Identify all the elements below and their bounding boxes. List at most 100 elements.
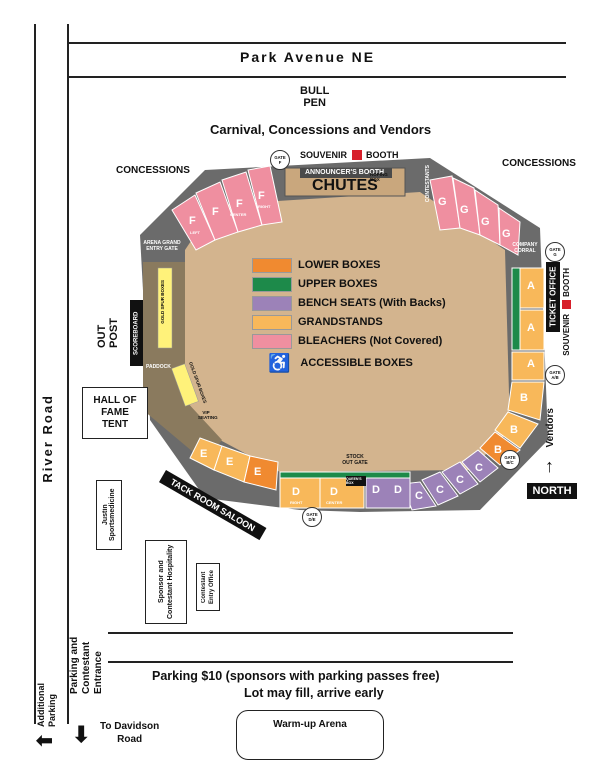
- section-a-label: A: [527, 322, 535, 334]
- section-e-label: E: [226, 456, 234, 468]
- out-post-label: OUT POST: [96, 318, 120, 348]
- legend-grandstands: GRANDSTANDS: [252, 313, 383, 331]
- souvenir-booth-top-label: SOUVENIR: [300, 150, 348, 160]
- section-c-label: C: [415, 490, 423, 502]
- legend-swatch: [252, 295, 292, 311]
- announcers-booth-bar: [300, 168, 392, 178]
- bull-pen-label: BULL PEN: [300, 85, 330, 109]
- souvenir-booth-top-booth-label: BOOTH: [366, 150, 399, 160]
- ticket-office-sign: TICKET OFFICE: [546, 262, 560, 332]
- wheelchair-icon: ♿: [268, 352, 291, 373]
- legend-accessible: ♿ ACCESSIBLE BOXES: [268, 352, 413, 373]
- concessions-right-label: CONCESSIONS: [502, 158, 576, 169]
- additional-parking-label: Additional Parking: [36, 683, 57, 727]
- concessions-left-label: CONCESSIONS: [116, 165, 190, 176]
- section-a-group: [511, 267, 545, 381]
- davidson-road-label: To Davidson Road: [100, 721, 160, 745]
- seat-sublabel-right: RIGHT: [258, 204, 271, 209]
- legend-swatch: [252, 333, 292, 349]
- section-g-label: G: [460, 204, 469, 216]
- section-d-label: D: [372, 484, 380, 496]
- sponsor-hospitality: Sponsor and Contestant Hospitality: [145, 540, 187, 624]
- souvenir-booth-right-marker: [562, 300, 571, 309]
- park-avenue-line-bottom: [68, 76, 566, 78]
- souvenir-booth-right-label: SOUVENIR: [562, 314, 571, 356]
- section-a-label: A: [527, 280, 535, 292]
- carnival-label: Carnival, Concessions and Vendors: [210, 122, 432, 137]
- north-sign: NORTH: [527, 483, 577, 499]
- park-avenue-line-top: [68, 42, 566, 44]
- arrow-left-icon: ⬅: [36, 730, 53, 752]
- stock-out-gate-label: STOCK OUT GATE: [342, 454, 368, 466]
- contestant-entry-office: Contestant Entry Office: [196, 563, 220, 611]
- seat-sublabel-center: CENTER: [230, 212, 247, 217]
- section-f-label: F: [236, 198, 243, 210]
- parking-line-top: [108, 632, 513, 634]
- section-a-label: A: [527, 358, 535, 370]
- section-b-label: B: [494, 444, 502, 456]
- gold-spur-boxes-left: [157, 267, 173, 349]
- parking-entrance-label: Parking and Contestant Entrance: [69, 636, 104, 694]
- contestants-label: CONTESTANTS: [425, 165, 431, 203]
- gold-spur-boxes-right: [171, 363, 199, 407]
- section-g-label: G: [502, 228, 511, 240]
- company-corral-label: COMPANY CORRAL: [512, 242, 538, 254]
- section-c-label: C: [436, 484, 444, 496]
- warm-up-arena: Warm-up Arena: [236, 710, 384, 760]
- seat-sublabel-left: LEFT: [190, 230, 200, 235]
- section-g-label: G: [438, 196, 447, 208]
- vendors-label: Vendors: [545, 408, 556, 448]
- river-road-line-right: [67, 24, 69, 724]
- queens-box-label: QUEEN'S BOX: [346, 476, 366, 486]
- chutes-label: CHUTES: [312, 177, 378, 194]
- arena-grand-entry-gate-label: ARENA GRAND ENTRY GATE: [143, 240, 181, 252]
- section-e-label: E: [254, 466, 262, 478]
- legend-swatch: [252, 257, 292, 273]
- section-g-label: G: [481, 216, 490, 228]
- legend-bleachers: BLEACHERS (Not Covered): [252, 332, 442, 350]
- section-f-label: F: [189, 215, 196, 227]
- seat-sublabel-right: RIGHT: [290, 500, 303, 505]
- river-road-line-left: [34, 24, 36, 724]
- section-e-group: [189, 437, 279, 491]
- parking-price-label: Parking $10 (sponsors with parking passe…: [152, 669, 440, 683]
- scoreboard-sign: SCOREBOARD: [130, 300, 143, 366]
- legend-swatch: [252, 276, 292, 292]
- section-f-label: F: [258, 190, 265, 202]
- section-b-label: B: [520, 392, 528, 404]
- paddock-label: PADDOCK: [146, 364, 171, 370]
- section-c-label: C: [456, 474, 464, 486]
- parking-line-bottom: [108, 661, 513, 663]
- section-d-label: D: [292, 486, 300, 498]
- section-b-label: B: [510, 424, 518, 436]
- souvenir-booth-right-booth-label: BOOTH: [562, 268, 571, 297]
- announcers-booth-label: ANNOUNCER'S BOOTH: [305, 169, 385, 176]
- legend-bench-seats: BENCH SEATS (With Backs): [252, 294, 446, 312]
- section-f-group: [171, 165, 283, 251]
- hall-of-fame-tent: HALL OF FAME TENT: [82, 387, 148, 439]
- section-f-label: F: [212, 206, 219, 218]
- roping-box-label: ROPING BOX: [370, 172, 388, 182]
- parking-warning-label: Lot may fill, arrive early: [244, 686, 384, 700]
- vip-seating-label: VIP SEATING: [198, 410, 218, 420]
- park-avenue-label: Park Avenue NE: [240, 49, 376, 65]
- legend-lower-boxes: LOWER BOXES: [252, 256, 381, 274]
- legend-upper-boxes: UPPER BOXES: [252, 275, 377, 293]
- justin-sportsmedicine: Justin Sportsmedicine: [96, 480, 122, 550]
- arrow-up-icon: ↑: [545, 456, 554, 476]
- section-d-label: D: [394, 484, 402, 496]
- section-e-label: E: [200, 448, 208, 460]
- seat-sublabel-center: CENTER: [326, 500, 343, 505]
- section-g-group: [429, 175, 521, 256]
- arrow-down-icon: ⬇: [72, 722, 91, 747]
- section-d-label: D: [330, 486, 338, 498]
- legend-swatch: [252, 314, 292, 330]
- souvenir-booth-top-marker: [352, 150, 362, 160]
- gold-spur-left-label: GOLD SPUR BOXES: [160, 280, 165, 324]
- section-c-label: C: [475, 462, 483, 474]
